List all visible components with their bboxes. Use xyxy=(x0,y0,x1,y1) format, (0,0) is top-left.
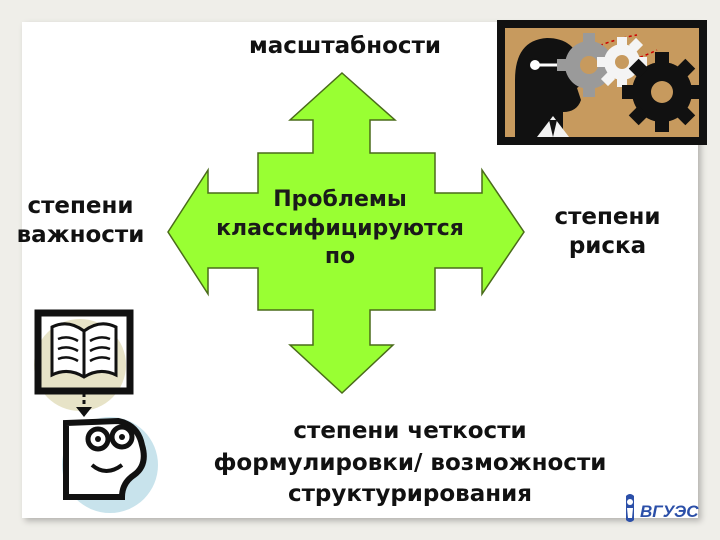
top-label: масштабности xyxy=(248,33,442,59)
left-label-line-1: степени xyxy=(27,193,134,219)
bottom-label-line-2: формулировки/ возможности xyxy=(213,449,607,476)
center-line-1: Проблемы xyxy=(273,187,407,212)
right-label-line-1: степени xyxy=(554,204,661,230)
logo-text: ВГУЭС xyxy=(640,502,699,521)
bottom-label-line-1: степени четкости xyxy=(293,418,527,444)
center-line-2: классифицируются xyxy=(216,215,464,241)
gears-head-clipart-icon xyxy=(497,20,707,145)
right-label: степени риска xyxy=(540,203,675,261)
bottom-label-line-3: структурирования xyxy=(287,481,533,508)
left-label: степени важности xyxy=(8,192,153,250)
cross-arrow-shape xyxy=(167,71,525,395)
bottom-label: степени четкости формулировки/ возможнос… xyxy=(195,416,625,511)
center-line-3: по xyxy=(324,244,356,270)
book-reader-clipart-icon xyxy=(34,309,158,513)
university-logo-icon: ВГУЭС xyxy=(626,494,699,522)
university-logo: ВГУЭС xyxy=(620,490,710,532)
center-text: Проблемы классифицируются по xyxy=(200,186,480,272)
right-label-line-2: риска xyxy=(568,232,647,259)
left-label-line-2: важности xyxy=(16,221,145,248)
